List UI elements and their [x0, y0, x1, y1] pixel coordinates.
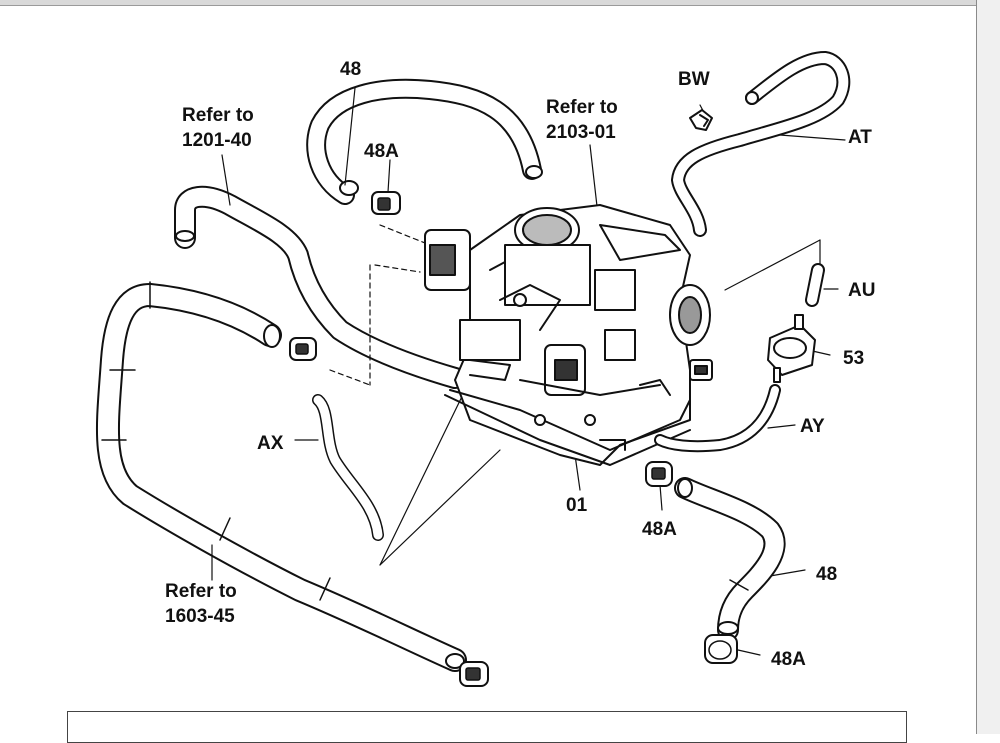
- label-clamp-48a-mid: 48A: [642, 519, 677, 540]
- clamp-bottom-left[interactable]: [459, 661, 489, 687]
- clip-bw[interactable]: [689, 109, 713, 131]
- label-refer-1603-line2: 1603-45: [165, 606, 235, 627]
- label-refer-1201-line1: Refer to: [182, 105, 254, 126]
- label-ay: AY: [800, 416, 825, 437]
- clamp-48a-mid[interactable]: [645, 461, 673, 487]
- hose-refer-1201-40[interactable]: [174, 185, 466, 389]
- label-hose-48-top: 48: [340, 59, 361, 80]
- callout-labels: 48 48A Refer to 1201-40 Refer to 2103-01…: [165, 59, 875, 670]
- label-clamp-48a-top: 48A: [364, 141, 399, 162]
- label-hose-48-bottom: 48: [816, 564, 837, 585]
- label-refer-2103-line2: 2103-01: [546, 122, 616, 143]
- clamp-48a-top[interactable]: [371, 191, 401, 215]
- hose-refer-1603-45[interactable]: [95, 281, 467, 672]
- vertical-scrollbar[interactable]: [976, 0, 1000, 734]
- label-clamp-48a-bottom: 48A: [771, 649, 806, 670]
- carburetor-01[interactable]: [424, 204, 713, 466]
- label-at: AT: [848, 127, 872, 148]
- label-refer-1201-line2: 1201-40: [182, 130, 252, 151]
- label-refer-1603-line1: Refer to: [165, 581, 237, 602]
- label-bw: BW: [678, 69, 710, 90]
- parts-diagram: 48 48A Refer to 1201-40 Refer to 2103-01…: [95, 51, 875, 687]
- hose-ay[interactable]: [654, 384, 781, 453]
- label-au: AU: [848, 280, 875, 301]
- footer-panel: [67, 711, 907, 743]
- leader-lines: [211, 87, 846, 656]
- label-01: 01: [566, 495, 588, 516]
- hose-48-bottom[interactable]: [674, 477, 786, 641]
- label-53: 53: [843, 348, 864, 369]
- window-top-border: [0, 0, 1000, 6]
- hose-au[interactable]: [805, 263, 825, 307]
- clamp-left[interactable]: [289, 337, 317, 361]
- label-ax: AX: [257, 433, 284, 454]
- clamp-48a-bottom[interactable]: [704, 634, 738, 664]
- leader-dashes: [329, 224, 431, 386]
- label-refer-2103-line1: Refer to: [546, 97, 618, 118]
- filter-53[interactable]: [767, 314, 816, 383]
- hose-at[interactable]: [671, 51, 851, 237]
- hose-ax[interactable]: [312, 394, 384, 541]
